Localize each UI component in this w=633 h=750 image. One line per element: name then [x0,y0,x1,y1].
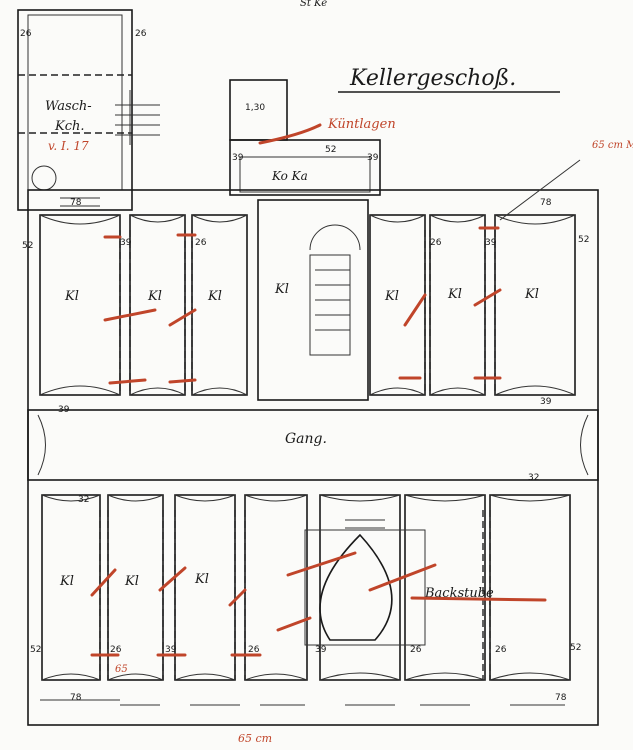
cellar-label: Kl [124,574,139,589]
dim-label: 78 [70,198,82,208]
dim-label: 26 [495,645,507,655]
wasch-note: v. I. 17 [48,139,89,153]
dim-label: 52 [325,145,336,155]
corridor: Gang. 39 39 [27,397,599,481]
dim-label: 52 [570,643,581,653]
dim-label: 52 [30,645,41,655]
red-note-top: Küntlagen [327,117,396,132]
dim-label: 32 [528,473,539,483]
dim-label: 39 [485,238,497,248]
stair-dim: 1,30 [245,103,265,113]
dim-label: 32 [78,495,89,505]
dim-label: 26 [135,29,147,39]
dim-label: 26 [248,645,260,655]
dim-label: 39 [232,153,244,163]
wasch-label-1: Wasch- [45,99,92,114]
red-note-bottom: 65 cm [238,732,272,745]
dim-label: 26 [410,645,422,655]
dim-label: 52 [578,235,589,245]
corridor-label: Gang. [285,431,327,447]
cellar-label: Kl [524,287,539,302]
dim-label: 52 [22,241,33,251]
lower-cellars: Kl Kl Kl Backstube 52 26 39 26 39 26 26 … [30,473,581,706]
upper-cellars: Kl Kl Kl Kl Kl Kl Kl 52 52 39 26 26 39 7… [22,198,589,401]
cellar-label: Kl [447,287,462,302]
dim-label: 26 [430,238,442,248]
dim-label: 39 [315,645,327,655]
dim-label: 78 [555,693,567,703]
red-note-small: 65 [115,664,128,675]
cellar-label: Kl [207,289,222,304]
dim-label: 26 [195,238,207,248]
dim-label: 39 [540,397,552,407]
dim-label: 39 [165,645,177,655]
cellar-label: Kl [194,572,209,587]
red-note-right: 65 cm Mw [592,140,633,151]
dim-label: 39 [58,405,70,415]
wasch-label-2: Kch. [54,119,85,134]
dim-label: 39 [367,153,379,163]
wasch-kueche-block: Wasch- Kch. v. I. 17 26 26 [17,9,160,211]
dim-label: 26 [110,645,122,655]
cellar-label: Kl [274,282,289,297]
dim-label: 39 [120,238,132,248]
koks-kammer-block: 1,30 Ko Ka 39 39 52 [229,79,381,196]
cellar-label: Kl [147,289,162,304]
cellar-label: Kl [64,289,79,304]
plan-title: Kellergeschoß. [349,66,516,91]
koks-label: Ko Ka [271,169,308,183]
cellar-label: Kl [384,289,399,304]
dim-label: 78 [70,693,82,703]
dim-label: 26 [20,29,32,39]
red-annotations: Küntlagen 65 cm Mw 65 cm 65 [90,117,633,745]
dim-label: 78 [540,198,552,208]
cellar-label: Kl [59,574,74,589]
top-note: St Ke [300,0,327,9]
